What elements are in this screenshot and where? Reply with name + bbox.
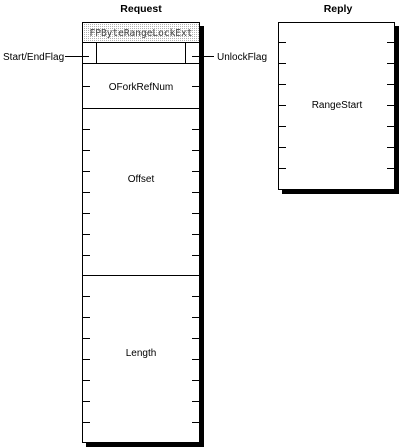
reply-box [278,22,395,190]
length-label: Length [126,348,157,359]
command-field-fill [83,23,199,42]
request-title: Request [120,3,162,15]
command-name: FPByteRangeLockExt [90,28,193,39]
unlock-flag-label: UnlockFlag [217,52,267,63]
range-start-label: RangeStart [312,100,363,111]
fork-ref-num-field: OForkRefNum [83,82,199,93]
range-start-field: RangeStart [279,42,394,169]
length-field: Length [83,296,199,423]
request-packet: Request FPByteRangeLockExt Start/EndFlag… [3,3,267,447]
start-end-flag-label: Start/EndFlag [3,52,64,63]
offset-field: Offset [83,129,199,256]
offset-label: Offset [128,174,155,185]
reply-title: Reply [324,3,353,15]
request-box [82,22,200,443]
fork-ref-num-label: OForkRefNum [109,82,173,93]
reply-packet: Reply RangeStart [278,3,399,194]
